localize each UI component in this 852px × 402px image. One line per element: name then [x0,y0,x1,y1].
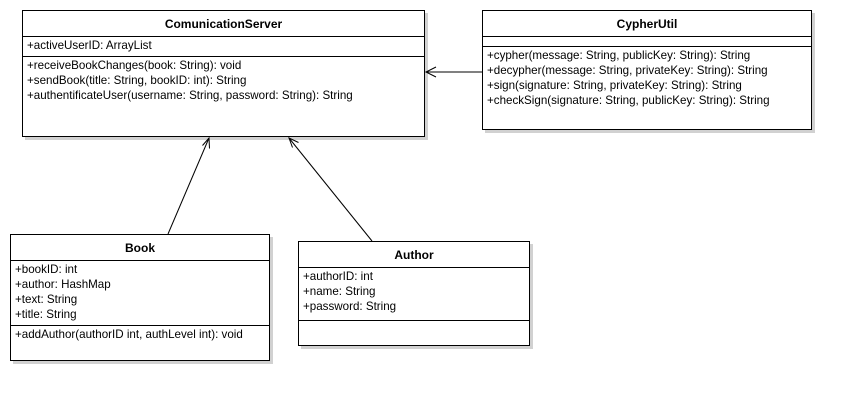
operation: +addAuthor(authorID int, authLevel int):… [15,328,243,341]
arrowhead-author-server [288,137,299,148]
relation-book-server [167,137,210,235]
operations-section: +receiveBookChanges(book: String): void … [23,57,424,103]
class-author[interactable]: Author +authorID: int +name: String +pas… [298,241,530,346]
class-name: Author [299,242,529,268]
arrowhead-cypher-server [424,66,437,78]
attribute: +author: HashMap [15,278,111,291]
operation: +receiveBookChanges(book: String): void [27,59,242,72]
attribute: +bookID: int [15,263,78,276]
operation: +sign(signature: String, privateKey: Str… [487,79,742,92]
operation: +authentificateUser(username: String, pa… [27,89,353,102]
attributes-section: +activeUserID: ArrayList [23,37,424,57]
class-comunication-server[interactable]: ComunicationServer +activeUserID: ArrayL… [22,10,425,137]
attribute: +authorID: int [303,270,373,283]
operation: +cypher(message: String, publicKey: Stri… [487,49,751,62]
attribute: +name: String [303,285,376,298]
operation: +checkSign(signature: String, publicKey:… [487,94,770,107]
class-name: CypherUtil [483,11,811,37]
operations-section: +cypher(message: String, publicKey: Stri… [483,47,811,108]
attribute: +text: String [15,293,78,306]
arrowhead-book-server [202,136,210,149]
operation: +sendBook(title: String, bookID: int): S… [27,74,247,87]
class-name: ComunicationServer [23,11,424,37]
class-name: Book [11,235,269,261]
relation-author-server [288,137,373,242]
class-book[interactable]: Book +bookID: int +author: HashMap +text… [10,234,270,361]
attributes-section [483,37,811,47]
attributes-section: +bookID: int +author: HashMap +text: Str… [11,261,269,326]
attribute: +title: String [15,308,77,321]
attribute: +password: String [303,300,397,313]
class-cypher-util[interactable]: CypherUtil +cypher(message: String, publ… [482,10,812,130]
attribute: +activeUserID: ArrayList [27,39,152,52]
operation: +decypher(message: String, privateKey: S… [487,64,768,77]
operations-section [299,321,529,322]
operations-section: +addAuthor(authorID int, authLevel int):… [11,326,269,342]
attributes-section: +authorID: int +name: String +password: … [299,268,529,321]
